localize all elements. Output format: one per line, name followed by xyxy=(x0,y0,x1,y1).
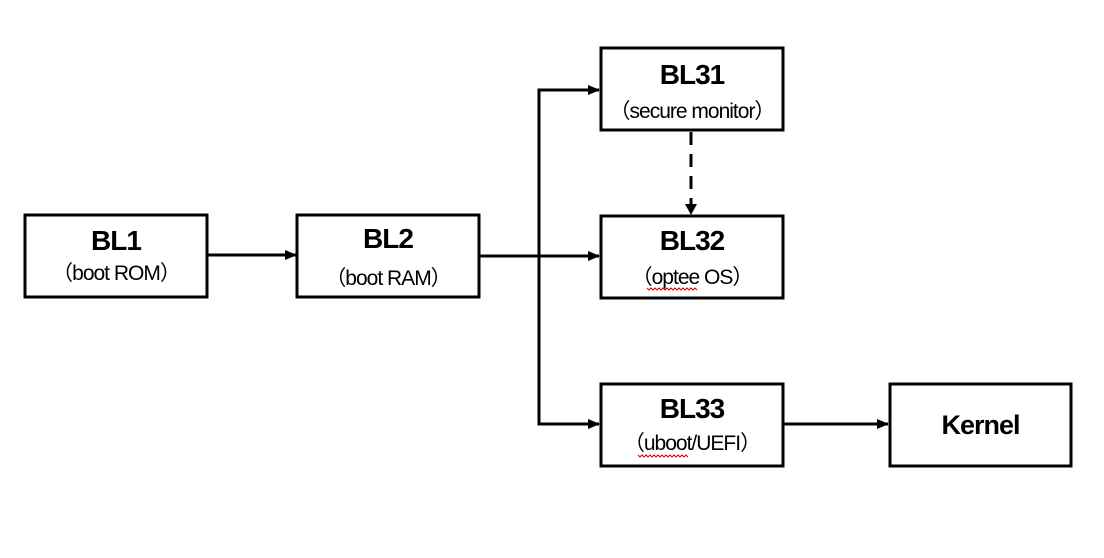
node-bl1-box xyxy=(23,213,209,299)
node-bl2-box xyxy=(295,213,481,299)
node-bl1-title: BL1 xyxy=(91,225,141,256)
node-bl31-title: BL31 xyxy=(660,59,725,90)
node-bl31-box xyxy=(599,46,785,132)
node-bl2-subtitle: （boot RAM） xyxy=(325,267,450,290)
node-bl32-title: BL32 xyxy=(660,225,725,256)
node-bl33-box xyxy=(599,382,785,468)
node-bl1-subtitle: （boot ROM） xyxy=(52,262,180,285)
node-kernel-title: Kernel xyxy=(941,410,1019,440)
edges xyxy=(207,85,889,429)
node-bl32-subtitle: （optee OS） xyxy=(632,266,753,289)
node-bl33: BL33 （uboot/UEFI） xyxy=(599,382,785,468)
node-bl32-box xyxy=(599,214,785,300)
spellcheck-underline-uboot xyxy=(637,454,689,458)
node-kernel-box xyxy=(888,382,1073,468)
node-kernel: Kernel xyxy=(888,382,1073,468)
node-bl1: BL1 （boot ROM） xyxy=(23,213,209,299)
edge-bl31-to-bl32-arrowhead xyxy=(685,204,697,215)
node-bl2-title: BL2 xyxy=(363,223,413,254)
node-bl31-subtitle: （secure monitor） xyxy=(610,100,775,123)
spellcheck-underline-optee xyxy=(646,287,698,291)
node-bl31: BL31 （secure monitor） xyxy=(599,46,785,132)
node-bl33-title: BL33 xyxy=(660,393,725,424)
node-bl33-subtitle: （uboot/UEFI） xyxy=(624,432,760,455)
node-bl32: BL32 （optee OS） xyxy=(599,214,785,300)
node-bl2: BL2 （boot RAM） xyxy=(295,213,481,299)
